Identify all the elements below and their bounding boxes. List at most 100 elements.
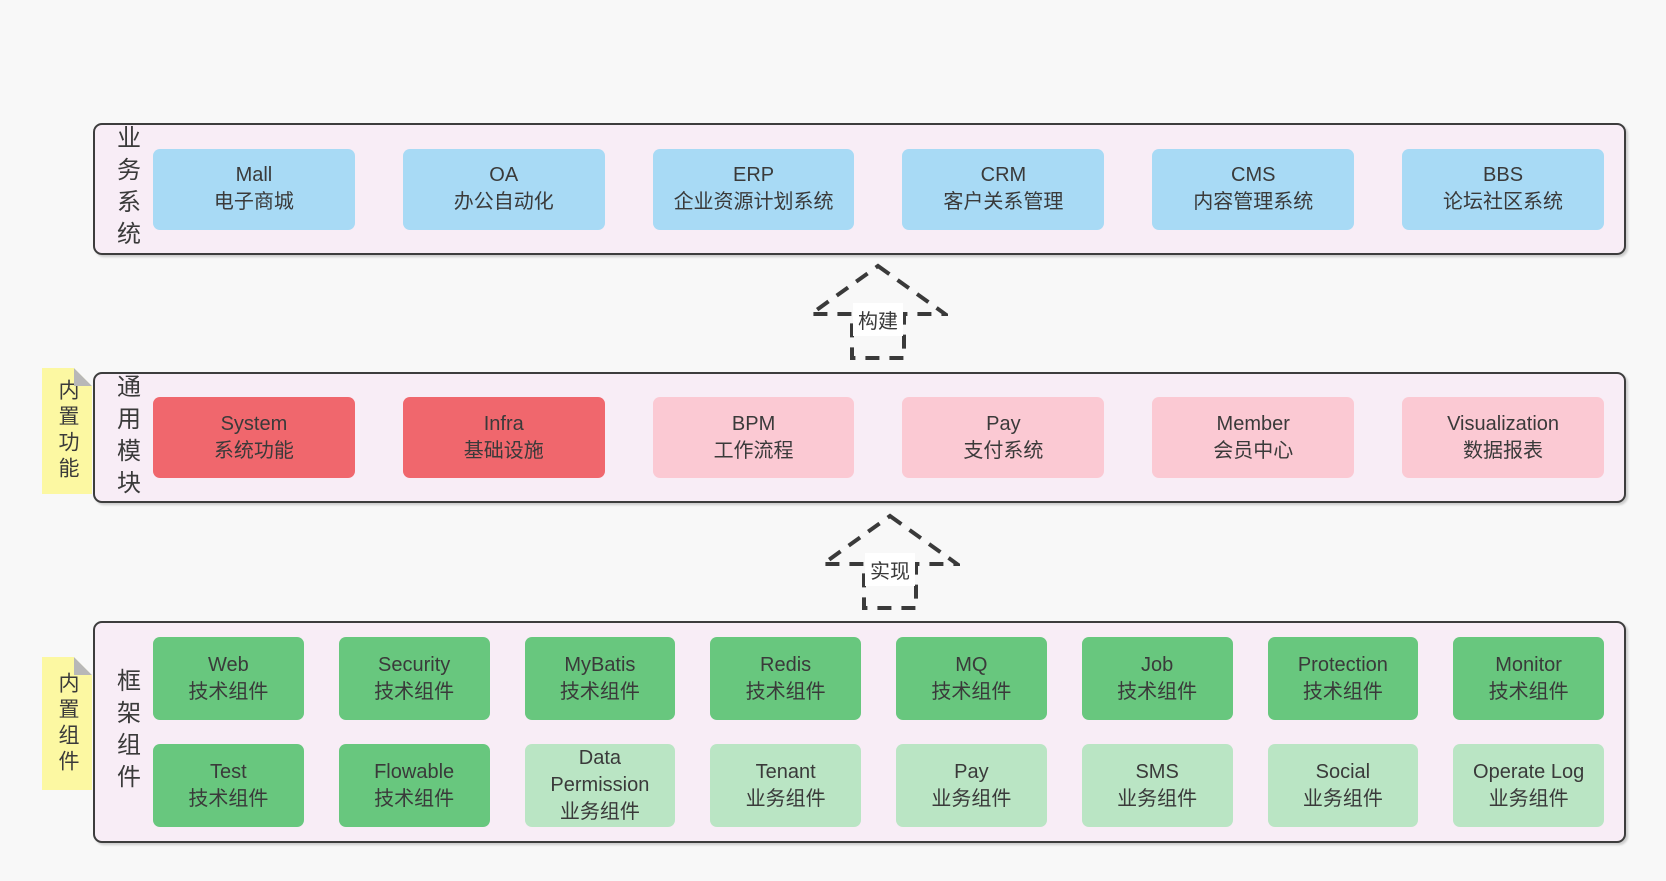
- arrow-build-label: 构建: [853, 303, 903, 336]
- arrow-up-implement: 实现: [820, 513, 960, 611]
- node-title: OA: [489, 164, 519, 186]
- node-title: Monitor: [1495, 653, 1562, 676]
- business-systems-row: Mall 电子商城 OA 办公自动化 ERP 企业资源计划系统 CRM 客户关系…: [153, 148, 1604, 230]
- node-title: Pay: [954, 760, 989, 783]
- node-title: Tenant: [755, 760, 816, 783]
- node-title: Job: [1141, 653, 1174, 676]
- node-subtitle: 办公自动化: [453, 191, 554, 213]
- node-subtitle: 基础设施: [463, 439, 544, 462]
- node-subtitle: 业务组件: [1302, 787, 1383, 810]
- node-title: System: [220, 412, 288, 435]
- node-title: CMS: [1231, 164, 1276, 186]
- sticky-note-built-in-features: 内置功能: [42, 368, 92, 494]
- node-subtitle: 技术组件: [1302, 680, 1383, 703]
- node-operate-log: Operate Log 业务组件: [1453, 744, 1604, 827]
- node-subtitle: 技术组件: [188, 680, 269, 703]
- node-social: Social 业务组件: [1267, 744, 1419, 827]
- node-subtitle: 业务组件: [1488, 787, 1569, 810]
- node-member: Member 会员中心: [1152, 397, 1355, 478]
- node-title: Protection: [1297, 653, 1388, 676]
- node-title: ERP: [733, 164, 775, 186]
- node-subtitle: 电子商城: [213, 191, 294, 213]
- node-subtitle: 论坛社区系统: [1443, 191, 1564, 213]
- node-subtitle: 技术组件: [931, 680, 1012, 703]
- node-erp: ERP 企业资源计划系统: [652, 148, 855, 230]
- node-title: Security: [378, 653, 451, 676]
- node-title: MQ: [955, 653, 988, 676]
- node-title: Flowable: [374, 760, 455, 783]
- sticky-note-label: 内置组件: [56, 671, 79, 776]
- dashed-up-arrow-icon: [820, 513, 960, 610]
- node-title: Data Permission: [550, 747, 650, 796]
- node-title: BBS: [1483, 164, 1524, 186]
- node-oa: OA 办公自动化: [402, 148, 605, 230]
- node-subtitle: 技术组件: [559, 680, 640, 703]
- node-mq: MQ 技术组件: [896, 637, 1047, 720]
- node-bpm: BPM 工作流程: [652, 397, 855, 478]
- node-mall: Mall 电子商城: [153, 148, 355, 230]
- node-subtitle: 技术组件: [1117, 680, 1198, 703]
- node-subtitle: 数据报表: [1463, 439, 1544, 462]
- node-title: SMS: [1135, 760, 1179, 783]
- node-security: Security 技术组件: [338, 637, 490, 720]
- band-framework-components: 内置组件 框架组件 Web 技术组件 Security 技术组件 MyBatis…: [93, 621, 1626, 843]
- node-title: Member: [1216, 412, 1290, 435]
- node-sms: SMS 业务组件: [1081, 744, 1233, 827]
- node-data-permission: Data Permission 业务组件: [524, 744, 676, 827]
- node-protection: Protection 技术组件: [1267, 637, 1419, 720]
- node-crm: CRM 客户关系管理: [902, 148, 1105, 230]
- node-title: Test: [210, 760, 247, 783]
- node-title: Pay: [986, 412, 1021, 435]
- node-mybatis: MyBatis 技术组件: [524, 637, 676, 720]
- node-subtitle: 内容管理系统: [1193, 191, 1314, 213]
- node-title: MyBatis: [564, 653, 636, 676]
- band-label-framework-components: 框架组件: [112, 668, 140, 796]
- node-system: System 系统功能: [153, 397, 355, 478]
- node-title: Mall: [235, 164, 273, 186]
- node-title: Operate Log: [1473, 760, 1585, 783]
- node-redis: Redis 技术组件: [710, 637, 861, 720]
- node-infra: Infra 基础设施: [402, 397, 605, 478]
- node-subtitle: 业务组件: [1117, 787, 1198, 810]
- node-bbs: BBS 论坛社区系统: [1402, 148, 1604, 230]
- folded-corner-icon: [74, 368, 92, 386]
- sticky-note-label: 内置功能: [56, 379, 79, 483]
- node-job: Job 技术组件: [1081, 637, 1233, 720]
- node-subtitle: 业务组件: [931, 787, 1012, 810]
- node-subtitle: 客户关系管理: [943, 191, 1064, 213]
- framework-row-1: Web 技术组件 Security 技术组件 MyBatis 技术组件 Redi…: [153, 637, 1604, 720]
- node-title: Visualization: [1447, 412, 1560, 435]
- dashed-up-arrow-icon: [808, 263, 948, 360]
- node-title: Redis: [760, 653, 812, 676]
- node-subtitle: 工作流程: [713, 439, 794, 462]
- node-subtitle: 技术组件: [745, 680, 826, 703]
- band-business-systems: 业务系统 Mall 电子商城 OA 办公自动化 ERP 企业资源计划系统 CRM…: [93, 123, 1626, 255]
- node-cms: CMS 内容管理系统: [1152, 148, 1355, 230]
- node-web: Web 技术组件: [153, 637, 304, 720]
- node-subtitle: 技术组件: [1488, 680, 1569, 703]
- node-tenant: Tenant 业务组件: [710, 744, 861, 827]
- band-common-modules: 内置功能 通用模块 System 系统功能 Infra 基础设施 BPM 工作流…: [93, 372, 1626, 503]
- node-monitor: Monitor 技术组件: [1453, 637, 1604, 720]
- node-title: CRM: [980, 164, 1027, 186]
- node-title: Web: [207, 653, 249, 676]
- folded-corner-icon: [74, 657, 92, 675]
- arrow-up-build: 构建: [808, 263, 948, 361]
- common-modules-row: System 系统功能 Infra 基础设施 BPM 工作流程 Pay 支付系统…: [153, 397, 1604, 478]
- band-label-business-systems: 业务系统: [112, 125, 140, 253]
- node-subtitle: 技术组件: [188, 787, 269, 810]
- node-subtitle: 支付系统: [963, 439, 1044, 462]
- node-subtitle: 业务组件: [745, 787, 826, 810]
- node-subtitle: 技术组件: [374, 787, 455, 810]
- framework-row-2: Test 技术组件 Flowable 技术组件 Data Permission …: [153, 744, 1604, 827]
- framework-components-rows: Web 技术组件 Security 技术组件 MyBatis 技术组件 Redi…: [153, 637, 1604, 827]
- node-test: Test 技术组件: [153, 744, 304, 827]
- band-label-common-modules: 通用模块: [112, 373, 140, 502]
- node-subtitle: 企业资源计划系统: [673, 191, 834, 213]
- node-subtitle: 会员中心: [1213, 439, 1294, 462]
- node-flowable: Flowable 技术组件: [338, 744, 490, 827]
- node-subtitle: 业务组件: [559, 801, 640, 823]
- arrow-implement-label: 实现: [865, 553, 915, 586]
- node-pay-component: Pay 业务组件: [896, 744, 1047, 827]
